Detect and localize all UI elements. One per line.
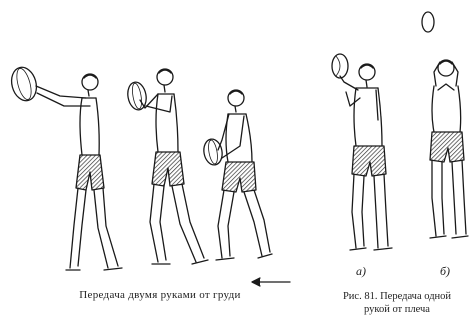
player-figure-a: [332, 54, 392, 250]
arrow-left-icon: [252, 278, 290, 286]
caption-shoulder-pass: Рис. 81. Передача одной рукой от плеча: [322, 290, 472, 316]
player-figure-1: [8, 64, 122, 270]
ball-icon: [422, 12, 434, 32]
player-figure-2: [126, 69, 208, 264]
caption-line-2: рукой от плеча: [322, 303, 472, 316]
figure-label-b: б): [440, 264, 450, 279]
caption-chest-pass: Передача двумя руками от груди: [60, 289, 260, 302]
player-figure-3: [202, 90, 272, 260]
figure-label-a: а): [356, 264, 366, 279]
player-figure-b: [422, 12, 468, 238]
caption-line-1: Рис. 81. Передача одной: [322, 290, 472, 303]
